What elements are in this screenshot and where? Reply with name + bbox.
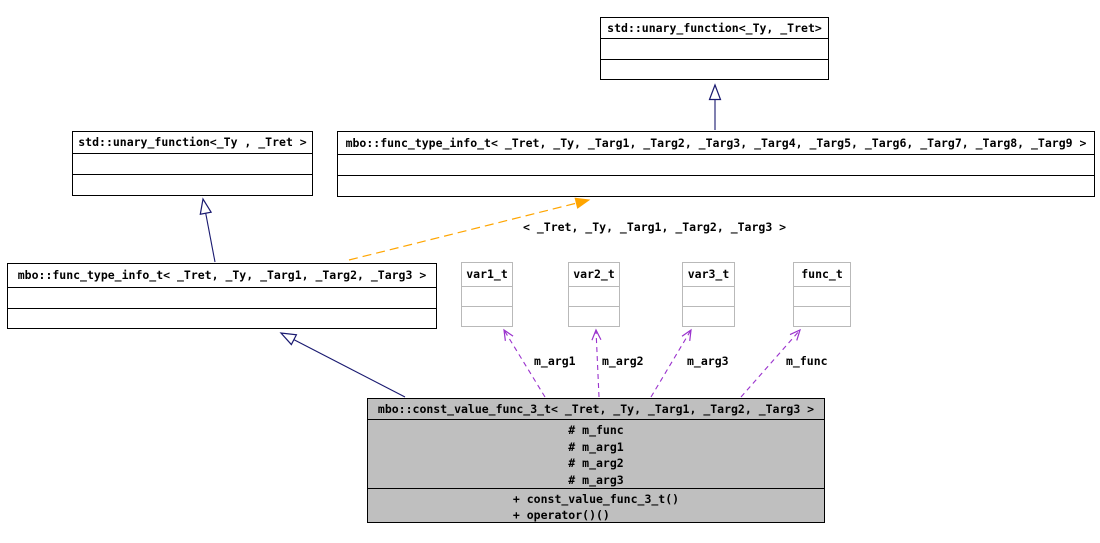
methods-compartment: + const_value_func_3_t() + operator()() xyxy=(368,488,824,522)
class-node-var2-t: var2_t xyxy=(568,262,620,327)
class-title: var1_t xyxy=(466,267,508,281)
empty-compartment xyxy=(601,59,828,79)
inheritance-arrow-functypeinfo-to-unaryleft xyxy=(199,197,216,263)
attribute-m-arg3: # m_arg3 xyxy=(568,472,624,487)
attribute-m-arg2: # m_arg2 xyxy=(568,456,624,470)
class-node-func-t: func_t xyxy=(793,262,851,327)
empty-compartment xyxy=(73,153,312,174)
method-constructor: + const_value_func_3_t() xyxy=(512,492,680,506)
class-node-const-value-func-3-t: mbo::const_value_func_3_t< _Tret, _Ty, _… xyxy=(367,398,825,523)
attributes-compartment: # m_func # m_arg1 # m_arg2 # m_arg3 xyxy=(368,419,824,488)
class-title: std::unary_function<_Ty, _Tret> xyxy=(607,21,822,35)
empty-compartment xyxy=(8,287,436,308)
class-node-std-unary-function-top[interactable]: std::unary_function<_Ty, _Tret> xyxy=(600,17,829,80)
empty-compartment xyxy=(683,306,734,326)
usage-arrow-m-arg3 xyxy=(650,328,692,398)
method-operator-call: + operator()() xyxy=(512,508,610,522)
edge-label-template-args: < _Tret, _Ty, _Targ1, _Targ2, _Targ3 > xyxy=(523,220,787,234)
edge-label-m-arg2: m_arg2 xyxy=(602,354,644,368)
class-node-var1-t: var1_t xyxy=(461,262,513,327)
class-title: mbo::const_value_func_3_t< _Tret, _Ty, _… xyxy=(377,402,815,416)
class-node-func-type-info-full[interactable]: mbo::func_type_info_t< _Tret, _Ty, _Targ… xyxy=(337,131,1095,197)
empty-compartment xyxy=(462,306,512,326)
empty-compartment xyxy=(794,286,850,306)
attribute-m-arg1: # m_arg1 xyxy=(568,439,624,454)
class-node-std-unary-function-left[interactable]: std::unary_function<_Ty , _Tret > xyxy=(72,131,313,196)
class-title: var2_t xyxy=(573,267,615,281)
empty-compartment xyxy=(73,174,312,195)
inheritance-arrow-constvaluefunc-to-functypeinfo xyxy=(279,332,406,398)
empty-compartment xyxy=(569,286,619,306)
class-node-func-type-info[interactable]: mbo::func_type_info_t< _Tret, _Ty, _Targ… xyxy=(7,263,437,329)
class-title: mbo::func_type_info_t< _Tret, _Ty, _Targ… xyxy=(345,136,1087,150)
attribute-m-func: # m_func xyxy=(568,423,624,437)
empty-compartment xyxy=(8,308,436,328)
edge-label-m-func: m_func xyxy=(786,354,828,368)
class-title: mbo::func_type_info_t< _Tret, _Ty, _Targ… xyxy=(17,268,427,282)
class-title: func_t xyxy=(801,267,843,281)
empty-compartment xyxy=(601,38,828,59)
empty-compartment xyxy=(569,306,619,326)
empty-compartment xyxy=(338,175,1094,196)
empty-compartment xyxy=(794,306,850,326)
class-title: std::unary_function<_Ty , _Tret > xyxy=(78,135,307,149)
class-node-var3-t: var3_t xyxy=(682,262,735,327)
edge-label-m-arg1: m_arg1 xyxy=(534,354,576,368)
edge-label-m-arg3: m_arg3 xyxy=(687,354,729,368)
empty-compartment xyxy=(683,286,734,306)
class-title: var3_t xyxy=(687,267,730,281)
empty-compartment xyxy=(462,286,512,306)
empty-compartment xyxy=(338,154,1094,175)
usage-arrow-m-arg2 xyxy=(591,328,602,398)
